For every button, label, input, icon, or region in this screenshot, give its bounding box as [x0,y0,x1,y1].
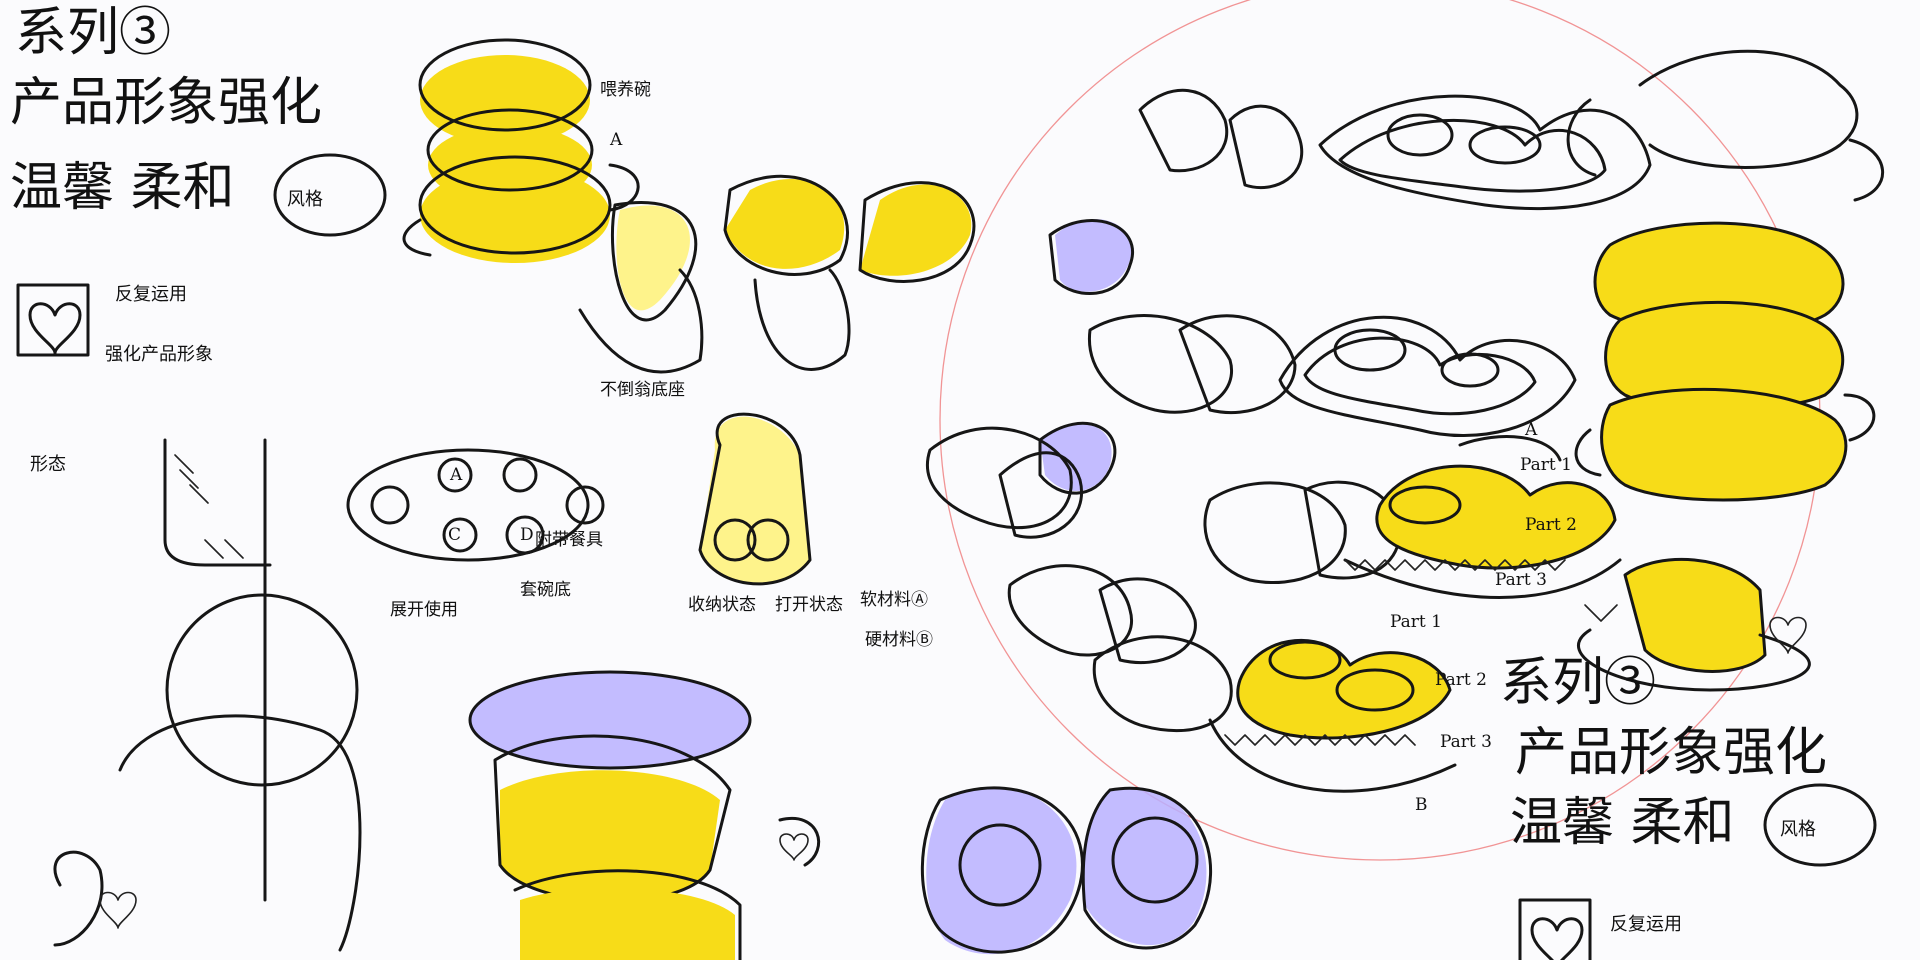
right-stack [1566,49,1884,692]
left-style-circle [273,153,387,237]
profile-handle [53,850,104,947]
profile-base [118,714,362,952]
part-3: Part 3 [1495,570,1547,590]
top-note-1: 喂养碗 [600,80,651,100]
top-note-3: 不倒翁底座 [600,380,685,400]
part-2b: Part 2 [1435,670,1487,690]
left-line-2: 温馨 柔和 [10,158,235,218]
letter-b: B [1415,795,1428,815]
bottom-left-note: 展开使用 [390,599,458,620]
stacked-bowls-top [402,38,640,263]
yellow-container-mid [698,412,812,586]
top-note-5: C [448,525,461,545]
profile-line [163,438,272,567]
part-2: Part 2 [1525,515,1577,535]
left-style: 风格 [287,189,323,210]
right-line-2: 温馨 柔和 [1510,793,1735,853]
top-note-2: A [609,130,623,150]
left-reuse: 反复运用 [115,284,187,305]
svg-text:硬材料Ⓑ: 硬材料Ⓑ [865,630,933,650]
part-3b: Part 3 [1440,732,1492,752]
heart-box-left [16,283,90,357]
top-note-4: A [449,465,463,485]
yellow-tray-b [1208,638,1457,793]
svg-text:收纳状态: 收纳状态 [688,595,756,615]
top-note-8: 附带餐具 [535,530,603,550]
letter-a: A [1524,420,1538,440]
hatch-lines [174,454,244,559]
right-title: 系列③ [1500,653,1656,713]
right-reuse: 反复运用 [1610,914,1682,935]
heart-icon-left [28,302,82,355]
part-1: Part 1 [1520,455,1572,475]
svg-text:软材料Ⓐ: 软材料Ⓐ [860,590,928,610]
yellow-tray-a [1343,435,1622,599]
heart-tray-top [1318,94,1652,211]
purple-bowl [468,670,821,960]
heart-tray-middle [1278,315,1577,437]
heart-mark-left [99,891,137,929]
part-1b: Part 1 [1390,612,1442,632]
middle-notes: 收纳状态 打开状态 软材料Ⓐ 硬材料Ⓑ [688,590,933,650]
cup-group [578,174,976,374]
top-note-6: D [520,525,534,545]
profile-circle [165,593,359,787]
top-note-7: 套碗底 [520,580,571,600]
right-line-1: 产品形象强化 [1515,723,1827,783]
left-line-1: 产品形象强化 [10,73,322,133]
left-strengthen: 强化产品形象 [105,344,213,365]
heart-box-right [1518,898,1592,960]
heart-icon-right [1530,917,1584,960]
form-label: 形态 [30,454,66,475]
heart-dish-lower [920,786,1212,955]
right-style-circle [1763,783,1877,867]
right-style: 风格 [1780,819,1816,840]
center-dishes [925,88,1402,733]
svg-text:打开状态: 打开状态 [775,595,843,615]
tray-left [346,448,605,562]
left-title: 系列③ [15,3,171,63]
